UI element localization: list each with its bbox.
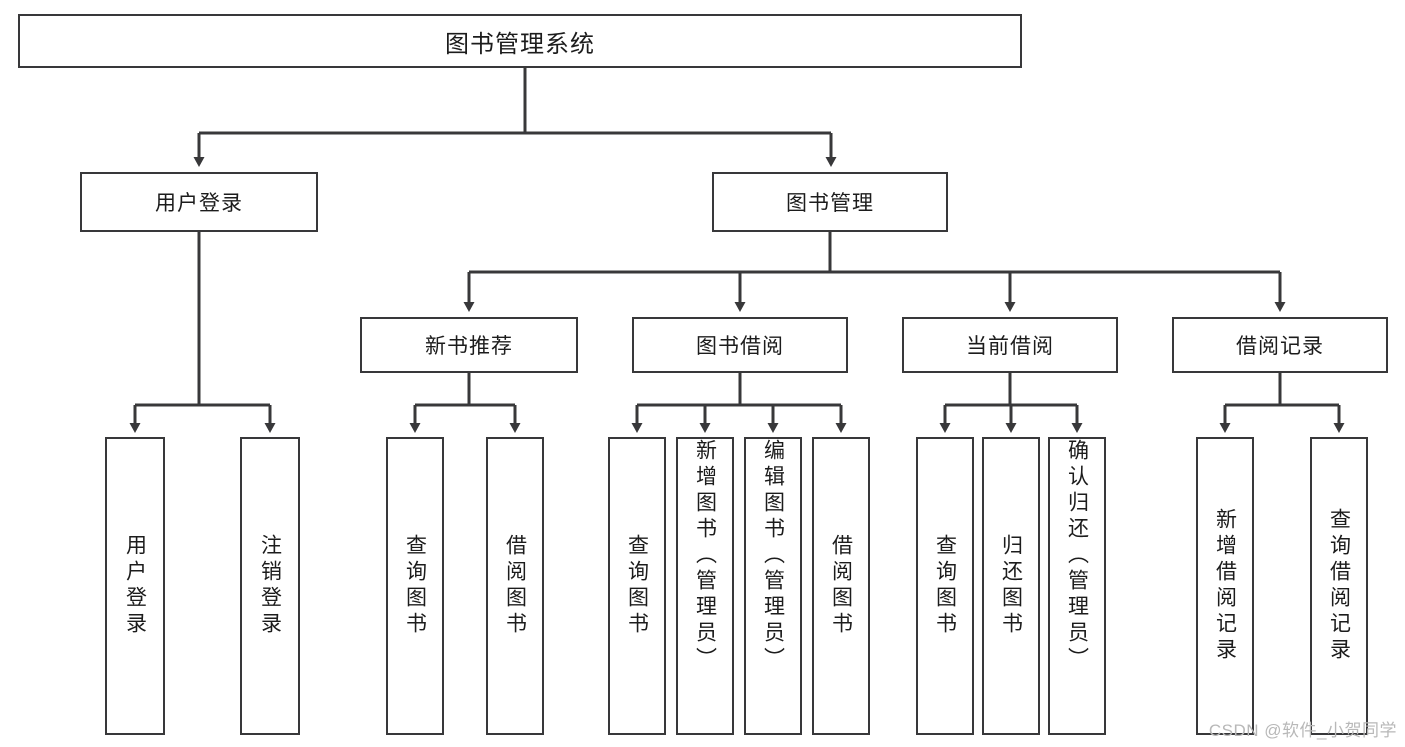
leaf-logout[interactable]: 注销登录 xyxy=(240,437,300,735)
node-user-login[interactable]: 用户登录 xyxy=(80,172,318,232)
leaf-return-book[interactable]: 归还图书 xyxy=(982,437,1040,735)
leaf-return-book-label: 归还图书 xyxy=(999,534,1023,638)
leaf-borrow-book-label: 借阅图书 xyxy=(829,534,853,638)
leaf-add-borrow-record-label: 新增借阅记录 xyxy=(1213,508,1237,664)
leaf-borrow-book-new[interactable]: 借阅图书 xyxy=(486,437,544,735)
leaf-query-book-new[interactable]: 查询图书 xyxy=(386,437,444,735)
watermark: CSDN @软件_小贺同学 xyxy=(1208,721,1397,740)
node-current-borrow[interactable]: 当前借阅 xyxy=(902,317,1118,373)
leaf-query-borrow-record-label: 查询借阅记录 xyxy=(1327,508,1351,664)
node-book-management[interactable]: 图书管理 xyxy=(712,172,948,232)
leaf-add-borrow-record[interactable]: 新增借阅记录 xyxy=(1196,437,1254,735)
node-new-book-recommend-label: 新书推荐 xyxy=(425,335,513,358)
node-current-borrow-label: 当前借阅 xyxy=(966,335,1054,358)
leaf-edit-book-admin[interactable]: 编辑图书（管理员） xyxy=(744,437,802,735)
node-user-login-label: 用户登录 xyxy=(155,192,243,215)
leaf-query-book-label: 查询图书 xyxy=(625,534,649,638)
node-root[interactable]: 图书管理系统 xyxy=(18,14,1022,68)
leaf-logout-label: 注销登录 xyxy=(258,534,282,638)
leaf-query-borrow-record[interactable]: 查询借阅记录 xyxy=(1310,437,1368,735)
leaf-borrow-book[interactable]: 借阅图书 xyxy=(812,437,870,735)
leaf-query-book[interactable]: 查询图书 xyxy=(608,437,666,735)
leaf-query-book-current-label: 查询图书 xyxy=(933,534,957,638)
leaf-edit-book-admin-label: 编辑图书（管理员） xyxy=(761,439,785,673)
node-root-label: 图书管理系统 xyxy=(445,30,595,58)
node-borrow-record[interactable]: 借阅记录 xyxy=(1172,317,1388,373)
leaf-user-login[interactable]: 用户登录 xyxy=(105,437,165,735)
node-book-management-label: 图书管理 xyxy=(786,192,874,215)
node-book-borrow-label: 图书借阅 xyxy=(696,335,784,358)
node-borrow-record-label: 借阅记录 xyxy=(1236,335,1324,358)
leaf-query-book-new-label: 查询图书 xyxy=(403,534,427,638)
leaf-borrow-book-new-label: 借阅图书 xyxy=(503,534,527,638)
leaf-user-login-label: 用户登录 xyxy=(123,534,147,638)
node-new-book-recommend[interactable]: 新书推荐 xyxy=(360,317,578,373)
node-book-borrow[interactable]: 图书借阅 xyxy=(632,317,848,373)
leaf-confirm-return-admin[interactable]: 确认归还（管理员） xyxy=(1048,437,1106,735)
leaf-query-book-current[interactable]: 查询图书 xyxy=(916,437,974,735)
leaf-confirm-return-admin-label: 确认归还（管理员） xyxy=(1065,439,1089,673)
leaf-add-book-admin-label: 新增图书（管理员） xyxy=(693,439,717,673)
leaf-add-book-admin[interactable]: 新增图书（管理员） xyxy=(676,437,734,735)
